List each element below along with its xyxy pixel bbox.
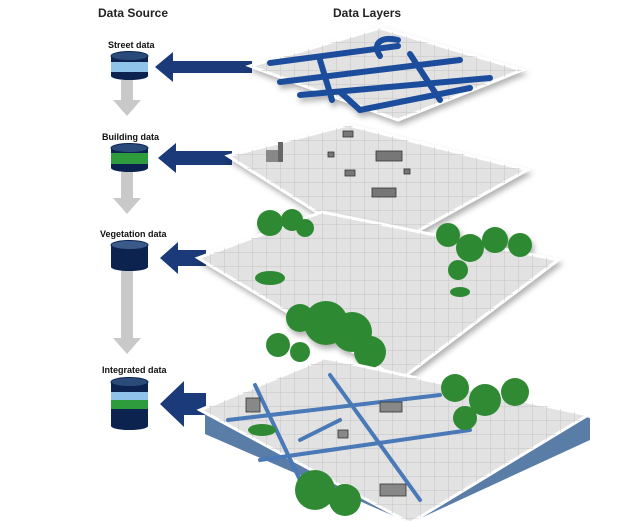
data-source-header: Data Source xyxy=(98,6,169,20)
integrated-layer xyxy=(196,333,592,523)
flow-arrows xyxy=(113,80,141,354)
layer-arrows xyxy=(155,52,252,427)
building-data-label: Building data xyxy=(102,132,159,142)
street-layer xyxy=(245,26,527,122)
street-data-label: Street data xyxy=(108,40,155,50)
vegetation-layer xyxy=(194,209,562,382)
building-data-cylinder-icon xyxy=(110,143,149,172)
data-layers-header: Data Layers xyxy=(333,6,402,20)
vegetation-data-label: Vegetation data xyxy=(100,229,167,239)
vegetation-data-cylinder-icon xyxy=(110,240,149,271)
integrated-data-cylinder-icon xyxy=(110,377,149,430)
street-data-cylinder-icon xyxy=(110,51,149,80)
house-icon xyxy=(327,130,411,198)
tree-icon xyxy=(255,209,532,368)
church-icon xyxy=(266,142,283,162)
integrated-data-label: Integrated data xyxy=(102,365,167,375)
